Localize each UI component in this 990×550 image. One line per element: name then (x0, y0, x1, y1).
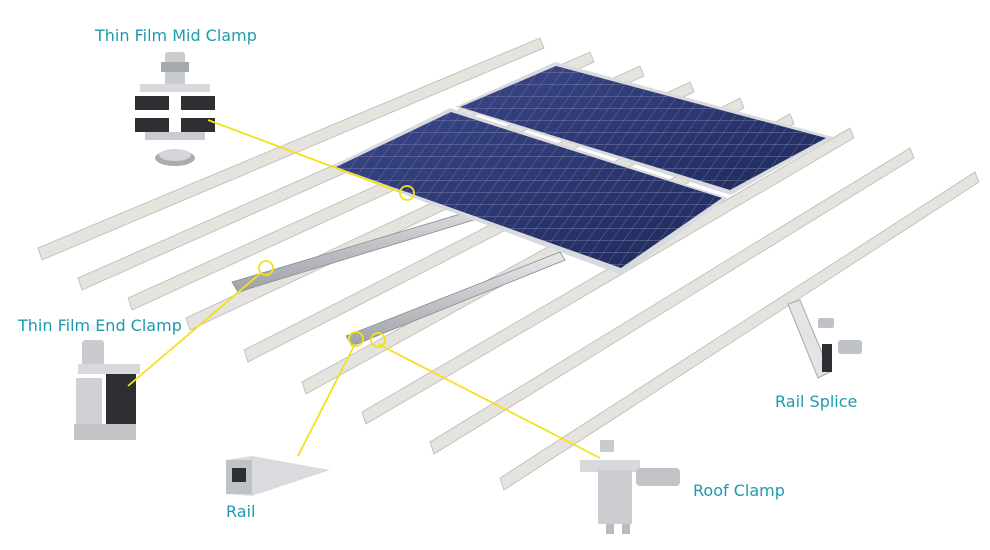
leader-mid-clamp (207, 119, 401, 193)
label-rail-splice: Rail Splice (775, 392, 858, 411)
leader-rail (297, 343, 356, 457)
callout-mid-clamp (399, 185, 415, 201)
callout-rail (348, 331, 364, 347)
roof-rib (499, 171, 980, 491)
mid-clamp-icon (135, 52, 215, 166)
roof-rib (37, 37, 545, 261)
callout-end-clamp (258, 260, 274, 276)
label-end-clamp: Thin Film End Clamp (18, 316, 182, 335)
label-roof-clamp: Roof Clamp (693, 481, 785, 500)
rail-right (345, 251, 566, 347)
solar-panels (330, 62, 833, 275)
callout-roof-clamp (370, 332, 386, 348)
solar-panel-front (330, 108, 728, 275)
rail-splice-icon (787, 299, 862, 379)
leader-lines (127, 119, 601, 459)
roof-rib (429, 147, 915, 455)
label-mid-clamp: Thin Film Mid Clamp (95, 26, 257, 45)
roof-clamp-icon (580, 440, 680, 534)
solar-panel-back (455, 62, 833, 195)
rail-profile-icon (226, 456, 330, 496)
leader-end-clamp (127, 271, 263, 387)
label-rail: Rail (226, 502, 256, 521)
end-clamp-icon (74, 340, 140, 440)
leader-roof-clamp (377, 343, 601, 459)
